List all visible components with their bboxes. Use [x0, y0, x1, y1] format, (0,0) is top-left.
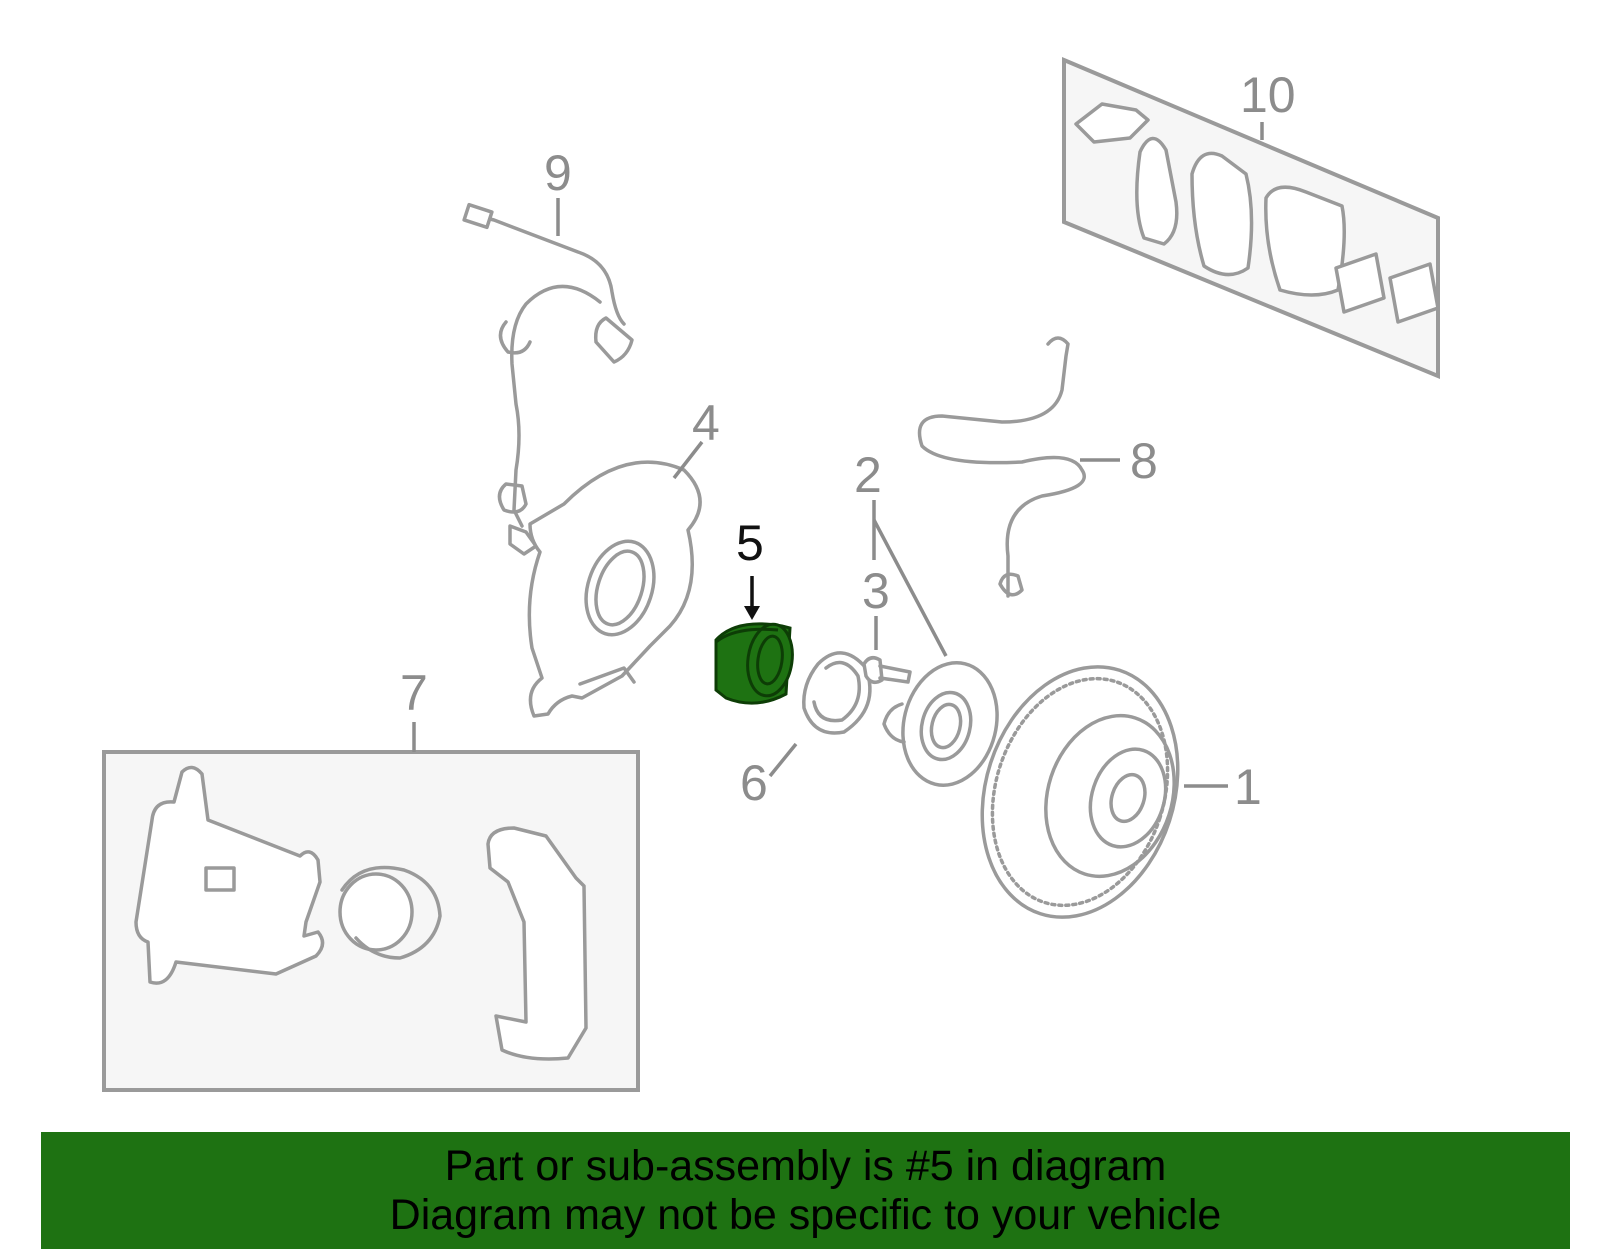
part-4-splash-shield[interactable] — [527, 460, 702, 718]
callout-4: 4 — [692, 395, 720, 451]
part-5-wheel-bearing[interactable] — [714, 621, 797, 705]
callout-1: 1 — [1234, 759, 1262, 815]
part-1-brake-rotor[interactable] — [951, 641, 1209, 943]
callout-5: 5 — [736, 515, 764, 571]
footer-line-2: Diagram may not be specific to your vehi… — [389, 1191, 1222, 1239]
part-9-speed-sensor-wire[interactable] — [462, 202, 634, 556]
callout-7: 7 — [400, 665, 428, 721]
callout-leaders — [412, 122, 1264, 788]
callout-10: 10 — [1240, 67, 1296, 123]
part-2-wheel-hub[interactable] — [882, 653, 1010, 796]
part-8-brake-hose[interactable] — [917, 336, 1086, 598]
callout-2: 2 — [854, 447, 882, 503]
callout-numbers: 10 9 4 2 3 8 1 6 7 5 — [400, 67, 1296, 815]
part-7-caliper-kit[interactable] — [102, 750, 640, 1092]
part-3-hub-bolt[interactable] — [862, 656, 912, 684]
callout-3: 3 — [862, 563, 890, 619]
footer-banner: Part or sub-assembly is #5 in diagram Di… — [41, 1132, 1570, 1249]
callout-8: 8 — [1130, 433, 1158, 489]
callout-6: 6 — [740, 755, 768, 811]
part-6-snap-ring[interactable] — [802, 651, 872, 735]
part-10-brake-pad-kit[interactable] — [1062, 56, 1440, 379]
footer-line-1: Part or sub-assembly is #5 in diagram — [444, 1142, 1167, 1190]
callout-9: 9 — [544, 145, 572, 201]
